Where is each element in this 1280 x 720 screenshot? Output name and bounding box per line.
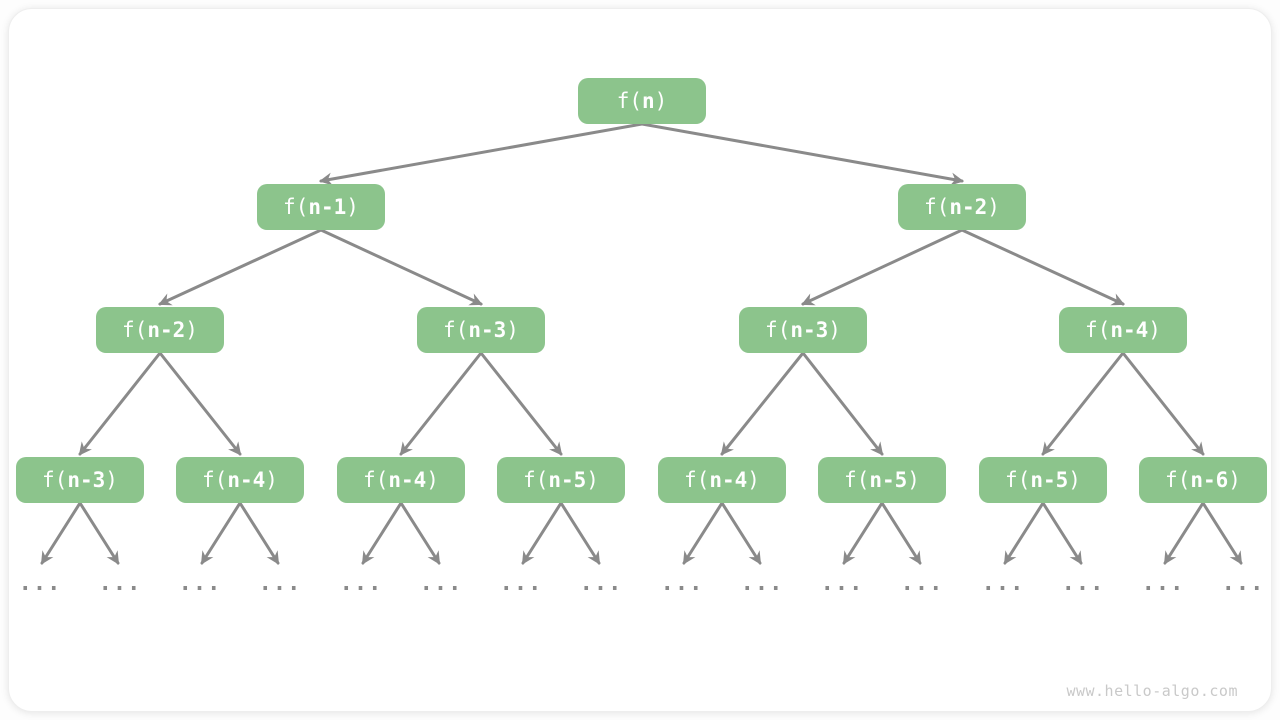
node-label: f(n-5) — [844, 468, 920, 492]
node-label: f(n-2) — [122, 318, 198, 342]
node-label: f(n-1) — [283, 195, 359, 219]
tree-node-llr: f(n-4) — [176, 457, 304, 503]
tree-node-rll: f(n-4) — [658, 457, 786, 503]
tree-node-lr: f(n-3) — [417, 307, 545, 353]
ellipsis: ... — [419, 571, 463, 596]
tree-node-root: f(n) — [578, 78, 706, 124]
tree-node-r: f(n-2) — [898, 184, 1026, 230]
tree-node-rl: f(n-3) — [739, 307, 867, 353]
node-label: f(n-5) — [523, 468, 599, 492]
ellipsis: ... — [1221, 571, 1265, 596]
node-label: f(n) — [616, 89, 668, 113]
node-label: f(n-4) — [363, 468, 439, 492]
ellipsis: ... — [820, 571, 864, 596]
node-label: f(n-4) — [202, 468, 278, 492]
node-label: f(n-2) — [924, 195, 1000, 219]
node-label: f(n-3) — [443, 318, 519, 342]
tree-node-rlr: f(n-5) — [818, 457, 946, 503]
ellipsis: ... — [579, 571, 623, 596]
watermark: www.hello-algo.com — [1066, 682, 1238, 700]
ellipsis: ... — [18, 571, 62, 596]
tree-node-rrr: f(n-6) — [1139, 457, 1267, 503]
ellipsis: ... — [1141, 571, 1185, 596]
ellipsis: ... — [499, 571, 543, 596]
tree-node-lrl: f(n-4) — [337, 457, 465, 503]
node-label: f(n-3) — [42, 468, 118, 492]
ellipsis: ... — [1061, 571, 1105, 596]
ellipsis: ... — [740, 571, 784, 596]
node-label: f(n-4) — [1085, 318, 1161, 342]
tree-node-rr: f(n-4) — [1059, 307, 1187, 353]
tree-node-rrl: f(n-5) — [979, 457, 1107, 503]
ellipsis: ... — [900, 571, 944, 596]
node-label: f(n-3) — [765, 318, 841, 342]
tree-node-lrr: f(n-5) — [497, 457, 625, 503]
ellipsis: ... — [981, 571, 1025, 596]
node-label: f(n-6) — [1165, 468, 1241, 492]
tree-node-lll: f(n-3) — [16, 457, 144, 503]
node-label: f(n-5) — [1005, 468, 1081, 492]
tree-node-l: f(n-1) — [257, 184, 385, 230]
ellipsis: ... — [660, 571, 704, 596]
tree-node-ll: f(n-2) — [96, 307, 224, 353]
ellipsis: ... — [98, 571, 142, 596]
ellipsis: ... — [178, 571, 222, 596]
node-label: f(n-4) — [684, 468, 760, 492]
ellipsis: ... — [258, 571, 302, 596]
ellipsis: ... — [339, 571, 383, 596]
